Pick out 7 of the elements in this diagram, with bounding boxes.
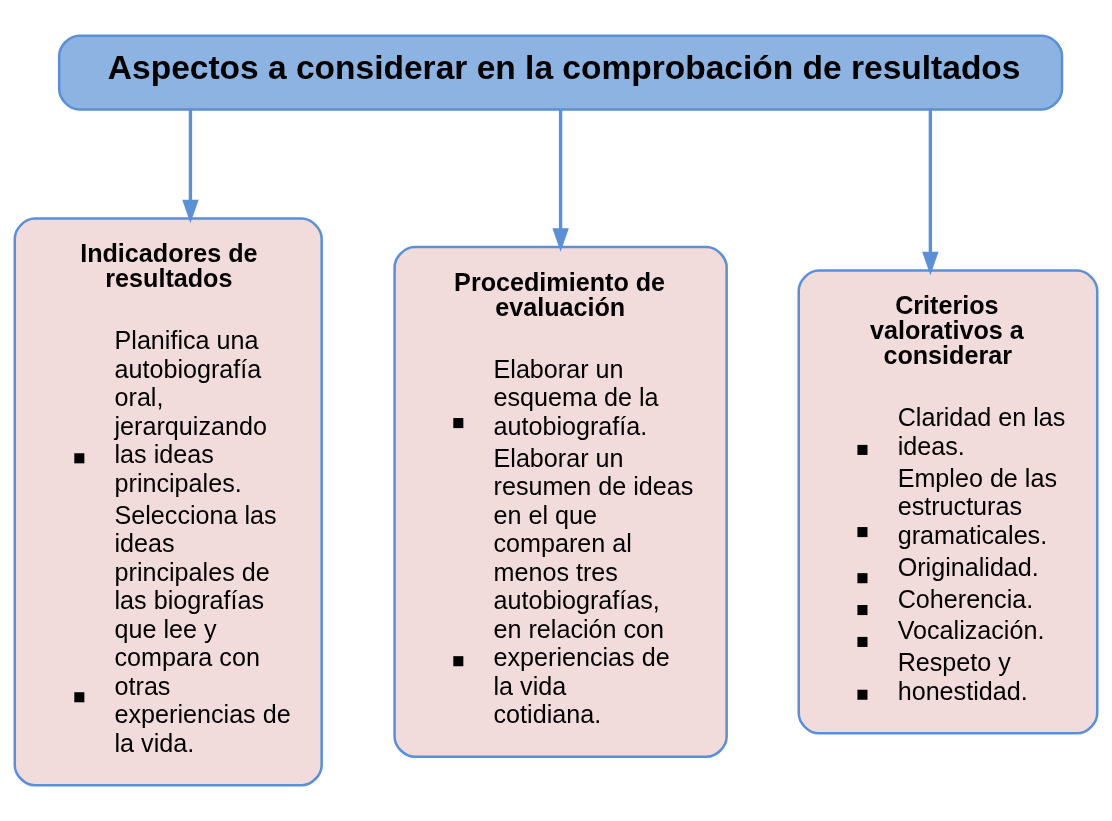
- node-box: Aspectos a considerar en la comprobación de resultados: [57, 34, 1064, 111]
- node-box: Procedimiento de evaluación Elaborar un esquema de la autobiografía. Elaborar un resumen de ideas en el que comparen al menos tres autobiografías, en relación con experiencias de la vida cotidiana.: [393, 245, 728, 759]
- node-box: Indicadores de resultados Planifica una autobiografía oral, jerarquizando las ideas principales. Selecciona las ideas principales de las biografías que lee y compara con otras experiencias de la vida.: [13, 217, 323, 787]
- arrow: [182, 109, 199, 224]
- arrow: [922, 109, 939, 276]
- node-box: Criterios valorativos a considerar Claridad en las ideas. Empleo de las estructuras gramaticales. Originalidad. Coherencia. Vocalización. Respeto y honestidad.: [797, 269, 1099, 735]
- arrow: [552, 109, 569, 252]
